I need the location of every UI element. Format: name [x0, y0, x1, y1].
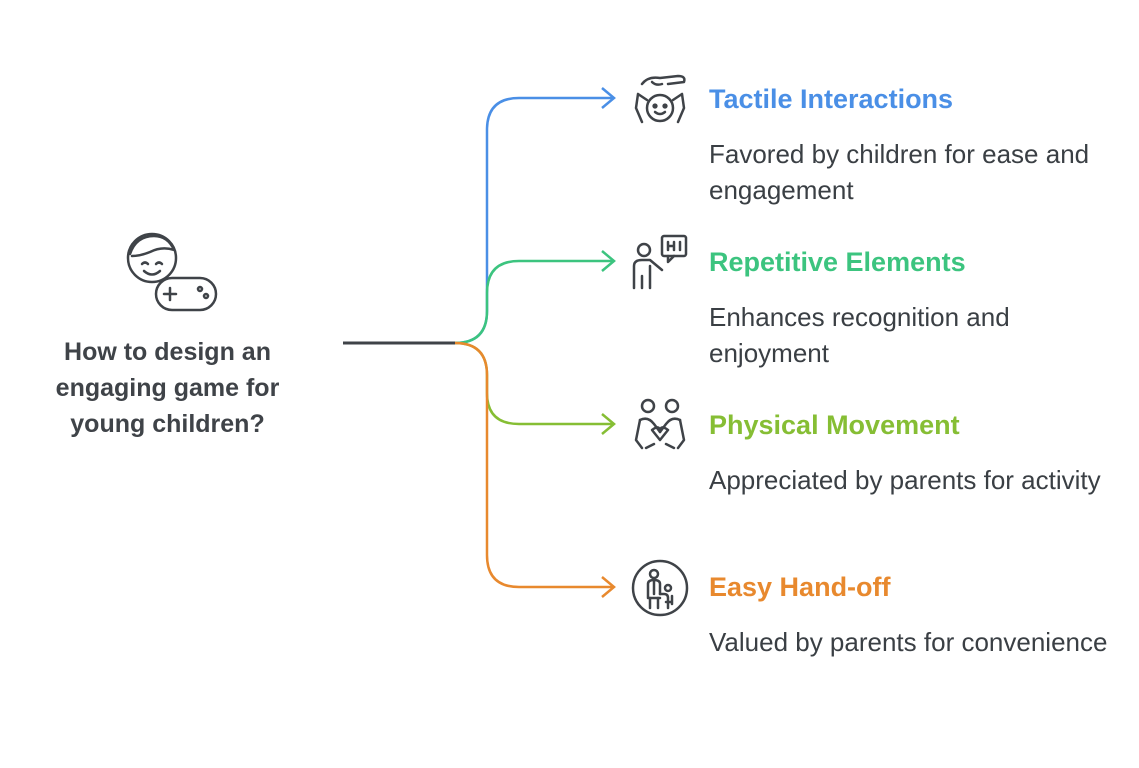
branch-title-handoff: Easy Hand-off	[709, 572, 891, 602]
branch-line-repetitive	[454, 259, 613, 345]
branch-description-tactile: Favored by children for ease and engagem…	[709, 139, 1090, 205]
branch-title-physical: Physical Movement	[709, 410, 960, 440]
hand-over-child-face-icon	[634, 74, 686, 124]
arrow-head-repetitive	[601, 250, 616, 272]
two-people-hugging-icon	[634, 398, 686, 450]
branch-line-tactile	[454, 96, 613, 345]
arrow-head-handoff	[601, 576, 616, 598]
branch-description-repetitive: Enhances recognition and enjoyment	[709, 302, 1010, 368]
branch-description-handoff: Valued by parents for convenience	[709, 627, 1108, 657]
parent-and-child-icon	[631, 559, 689, 617]
root-question-title: How to design an engaging game for young…	[55, 338, 280, 438]
child-with-gamepad-icon	[126, 232, 218, 312]
branch-title-tactile: Tactile Interactions	[709, 84, 954, 114]
arrow-head-physical	[601, 413, 616, 435]
branch-line-handoff	[454, 341, 613, 589]
branch-description-physical: Appreciated by parents for activity	[709, 465, 1101, 495]
person-with-speech-bubble-icon	[632, 234, 688, 290]
branch-line-physical	[454, 341, 613, 426]
branch-title-repetitive: Repetitive Elements	[709, 247, 966, 277]
arrow-head-tactile	[601, 87, 616, 109]
